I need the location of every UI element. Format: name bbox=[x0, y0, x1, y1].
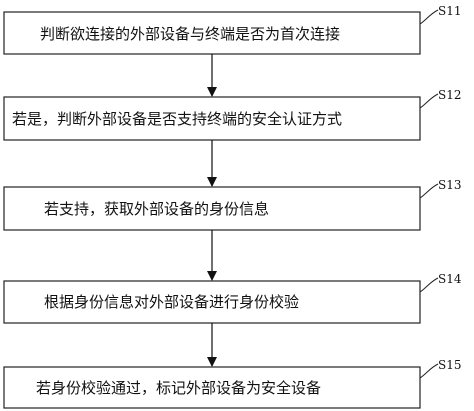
step-label: S13 bbox=[438, 178, 462, 192]
step-label: S11 bbox=[438, 4, 462, 18]
step-label: S15 bbox=[438, 358, 462, 372]
step-s12: 若是，判断外部设备是否支持终端的安全认证方式 S12 bbox=[3, 88, 462, 141]
step-s14: 根据身份信息对外部设备进行身份校验 S14 bbox=[3, 272, 462, 324]
step-text: 判断欲连接的外部设备与终端是否为首次连接 bbox=[40, 25, 340, 43]
step-box bbox=[3, 186, 421, 231]
step-s15: 若身份校验通过，标记外部设备为安全设备 S15 bbox=[3, 358, 462, 409]
label-leader bbox=[419, 277, 439, 293]
step-text: 若支持，获取外部设备的身份信息 bbox=[44, 200, 269, 218]
step-box bbox=[3, 366, 421, 409]
label-leader bbox=[419, 183, 439, 199]
step-text: 根据身份信息对外部设备进行身份校验 bbox=[44, 293, 299, 311]
label-leader bbox=[419, 93, 439, 109]
label-leader bbox=[419, 9, 439, 25]
step-s11: 判断欲连接的外部设备与终端是否为首次连接 S11 bbox=[3, 4, 462, 55]
step-box bbox=[3, 96, 421, 141]
step-label: S14 bbox=[438, 272, 462, 286]
step-label: S12 bbox=[438, 88, 462, 102]
step-s13: 若支持，获取外部设备的身份信息 S13 bbox=[3, 178, 462, 231]
step-box bbox=[3, 11, 421, 55]
label-leader bbox=[419, 363, 439, 379]
step-text: 若是，判断外部设备是否支持终端的安全认证方式 bbox=[12, 110, 342, 128]
step-text: 若身份校验通过，标记外部设备为安全设备 bbox=[36, 379, 321, 397]
